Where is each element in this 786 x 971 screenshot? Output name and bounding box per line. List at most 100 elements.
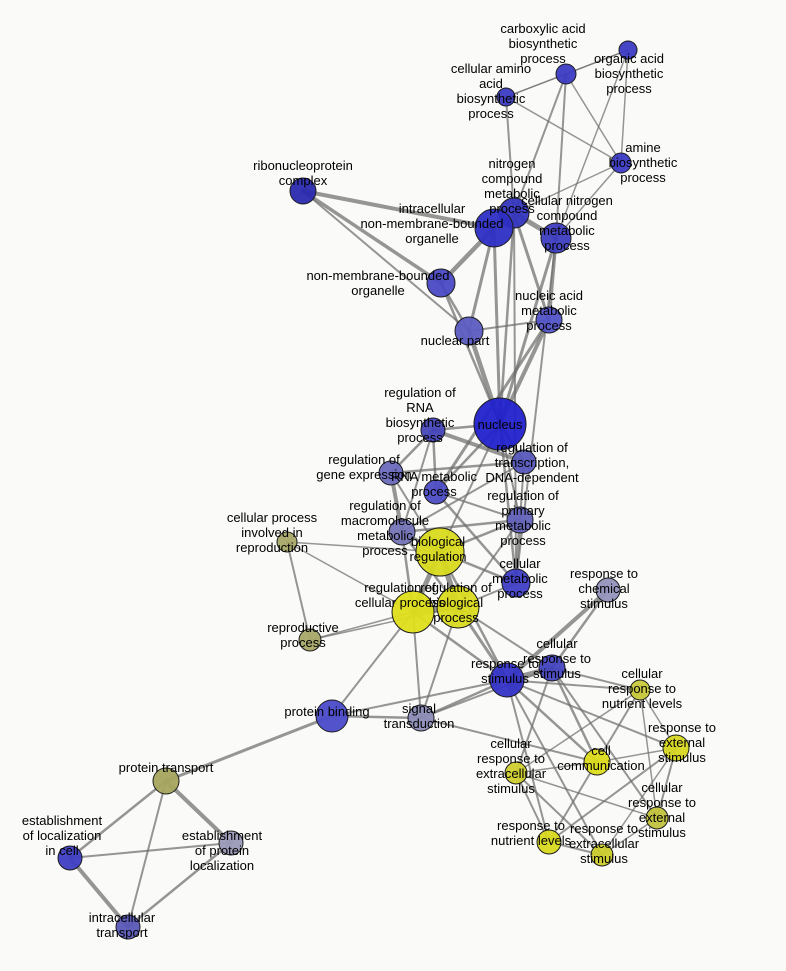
graph-edge[interactable] — [164, 779, 233, 845]
graph-edge[interactable] — [505, 588, 610, 682]
graph-edge[interactable] — [498, 422, 518, 585]
graph-edge[interactable] — [506, 679, 641, 691]
graph-node[interactable] — [115, 914, 141, 940]
graph-node[interactable] — [595, 577, 621, 603]
graph-node[interactable] — [496, 87, 516, 107]
graph-node[interactable] — [645, 806, 669, 830]
graph-node[interactable] — [57, 845, 83, 871]
graph-node[interactable] — [276, 531, 298, 553]
graph-node[interactable] — [423, 479, 449, 505]
graph-node[interactable] — [610, 152, 632, 174]
graph-node[interactable] — [504, 761, 528, 785]
graph-edge[interactable] — [512, 211, 551, 322]
graph-edge[interactable] — [505, 96, 622, 164]
graph-node[interactable] — [583, 748, 611, 776]
graph-edge[interactable] — [515, 761, 598, 774]
graph-node[interactable] — [474, 208, 514, 248]
graph-edge[interactable] — [551, 667, 641, 691]
graph-node[interactable] — [535, 306, 563, 334]
graph-edge[interactable] — [555, 49, 629, 239]
graph-edge[interactable] — [515, 772, 658, 819]
graph-node[interactable] — [454, 316, 484, 346]
graph-edge[interactable] — [506, 679, 677, 749]
graph-edge[interactable] — [286, 541, 441, 553]
graph-edge[interactable] — [127, 780, 167, 928]
graph-node[interactable] — [436, 585, 480, 629]
graph-edge[interactable] — [286, 541, 414, 613]
graph-edge[interactable] — [68, 779, 168, 860]
graph-edge[interactable] — [513, 73, 567, 214]
graph-node[interactable] — [489, 662, 525, 698]
graph-node[interactable] — [629, 679, 651, 701]
graph-edge[interactable] — [620, 49, 629, 164]
graph-edge[interactable] — [550, 666, 599, 764]
graph-edge[interactable] — [565, 73, 622, 164]
graph-edge[interactable] — [506, 679, 550, 843]
graph-node[interactable] — [506, 506, 534, 534]
graph-edge[interactable] — [420, 717, 598, 763]
graph-node[interactable] — [415, 527, 465, 577]
graph-node[interactable] — [289, 177, 317, 205]
graph-node[interactable] — [536, 829, 562, 855]
graph-edge[interactable] — [550, 588, 610, 670]
graph-node[interactable] — [378, 460, 404, 486]
graph-edge[interactable] — [515, 772, 603, 856]
graph-edge[interactable] — [331, 611, 414, 717]
graph-edge[interactable] — [505, 96, 515, 214]
graph-edge[interactable] — [302, 190, 470, 332]
graph-edge[interactable] — [286, 541, 311, 641]
graph-edge[interactable] — [164, 714, 334, 783]
graph-node[interactable] — [511, 449, 537, 475]
graph-node[interactable] — [540, 222, 572, 254]
graph-node[interactable] — [590, 843, 614, 867]
graph-edge[interactable] — [551, 667, 658, 819]
graph-node[interactable] — [501, 568, 531, 598]
graph-edge[interactable] — [555, 73, 567, 239]
graph-node[interactable] — [298, 628, 322, 652]
graph-edge[interactable] — [601, 747, 677, 856]
graph-edge[interactable] — [513, 162, 622, 214]
graph-node[interactable] — [315, 699, 349, 733]
graph-edge[interactable] — [548, 747, 677, 843]
graph-edge[interactable] — [431, 428, 526, 464]
graph-edge[interactable] — [301, 189, 496, 230]
graph-node[interactable] — [555, 63, 577, 85]
graph-node[interactable] — [407, 704, 435, 732]
graph-node[interactable] — [420, 417, 446, 443]
graph-node[interactable] — [473, 397, 527, 451]
graph-node[interactable] — [391, 590, 435, 634]
graph-edge[interactable] — [69, 842, 232, 859]
graph-edge[interactable] — [639, 689, 658, 819]
graph-node[interactable] — [538, 654, 566, 682]
graph-edge[interactable] — [401, 461, 525, 533]
graph-edge[interactable] — [505, 678, 599, 764]
graph-edge[interactable] — [400, 518, 522, 534]
graph-edge[interactable] — [498, 236, 558, 426]
graph-edge[interactable] — [301, 189, 443, 285]
graph-edge[interactable] — [331, 679, 508, 717]
graph-node[interactable] — [388, 518, 416, 546]
graph-node[interactable] — [426, 268, 456, 298]
graph-node[interactable] — [152, 767, 180, 795]
graph-edge[interactable] — [515, 689, 641, 774]
graph-edge[interactable] — [389, 460, 526, 475]
graph-edge[interactable] — [515, 772, 550, 843]
graph-edge[interactable] — [126, 841, 233, 929]
graph-edge[interactable] — [515, 667, 553, 774]
graph-node[interactable] — [662, 734, 690, 762]
graph-node[interactable] — [618, 40, 638, 60]
graph-edge[interactable] — [68, 856, 130, 929]
graph-edge[interactable] — [492, 226, 502, 426]
graph-edge[interactable] — [555, 162, 622, 239]
graph-edge[interactable] — [401, 429, 434, 533]
graph-edge[interactable] — [435, 491, 521, 521]
graph-node[interactable] — [218, 830, 244, 856]
